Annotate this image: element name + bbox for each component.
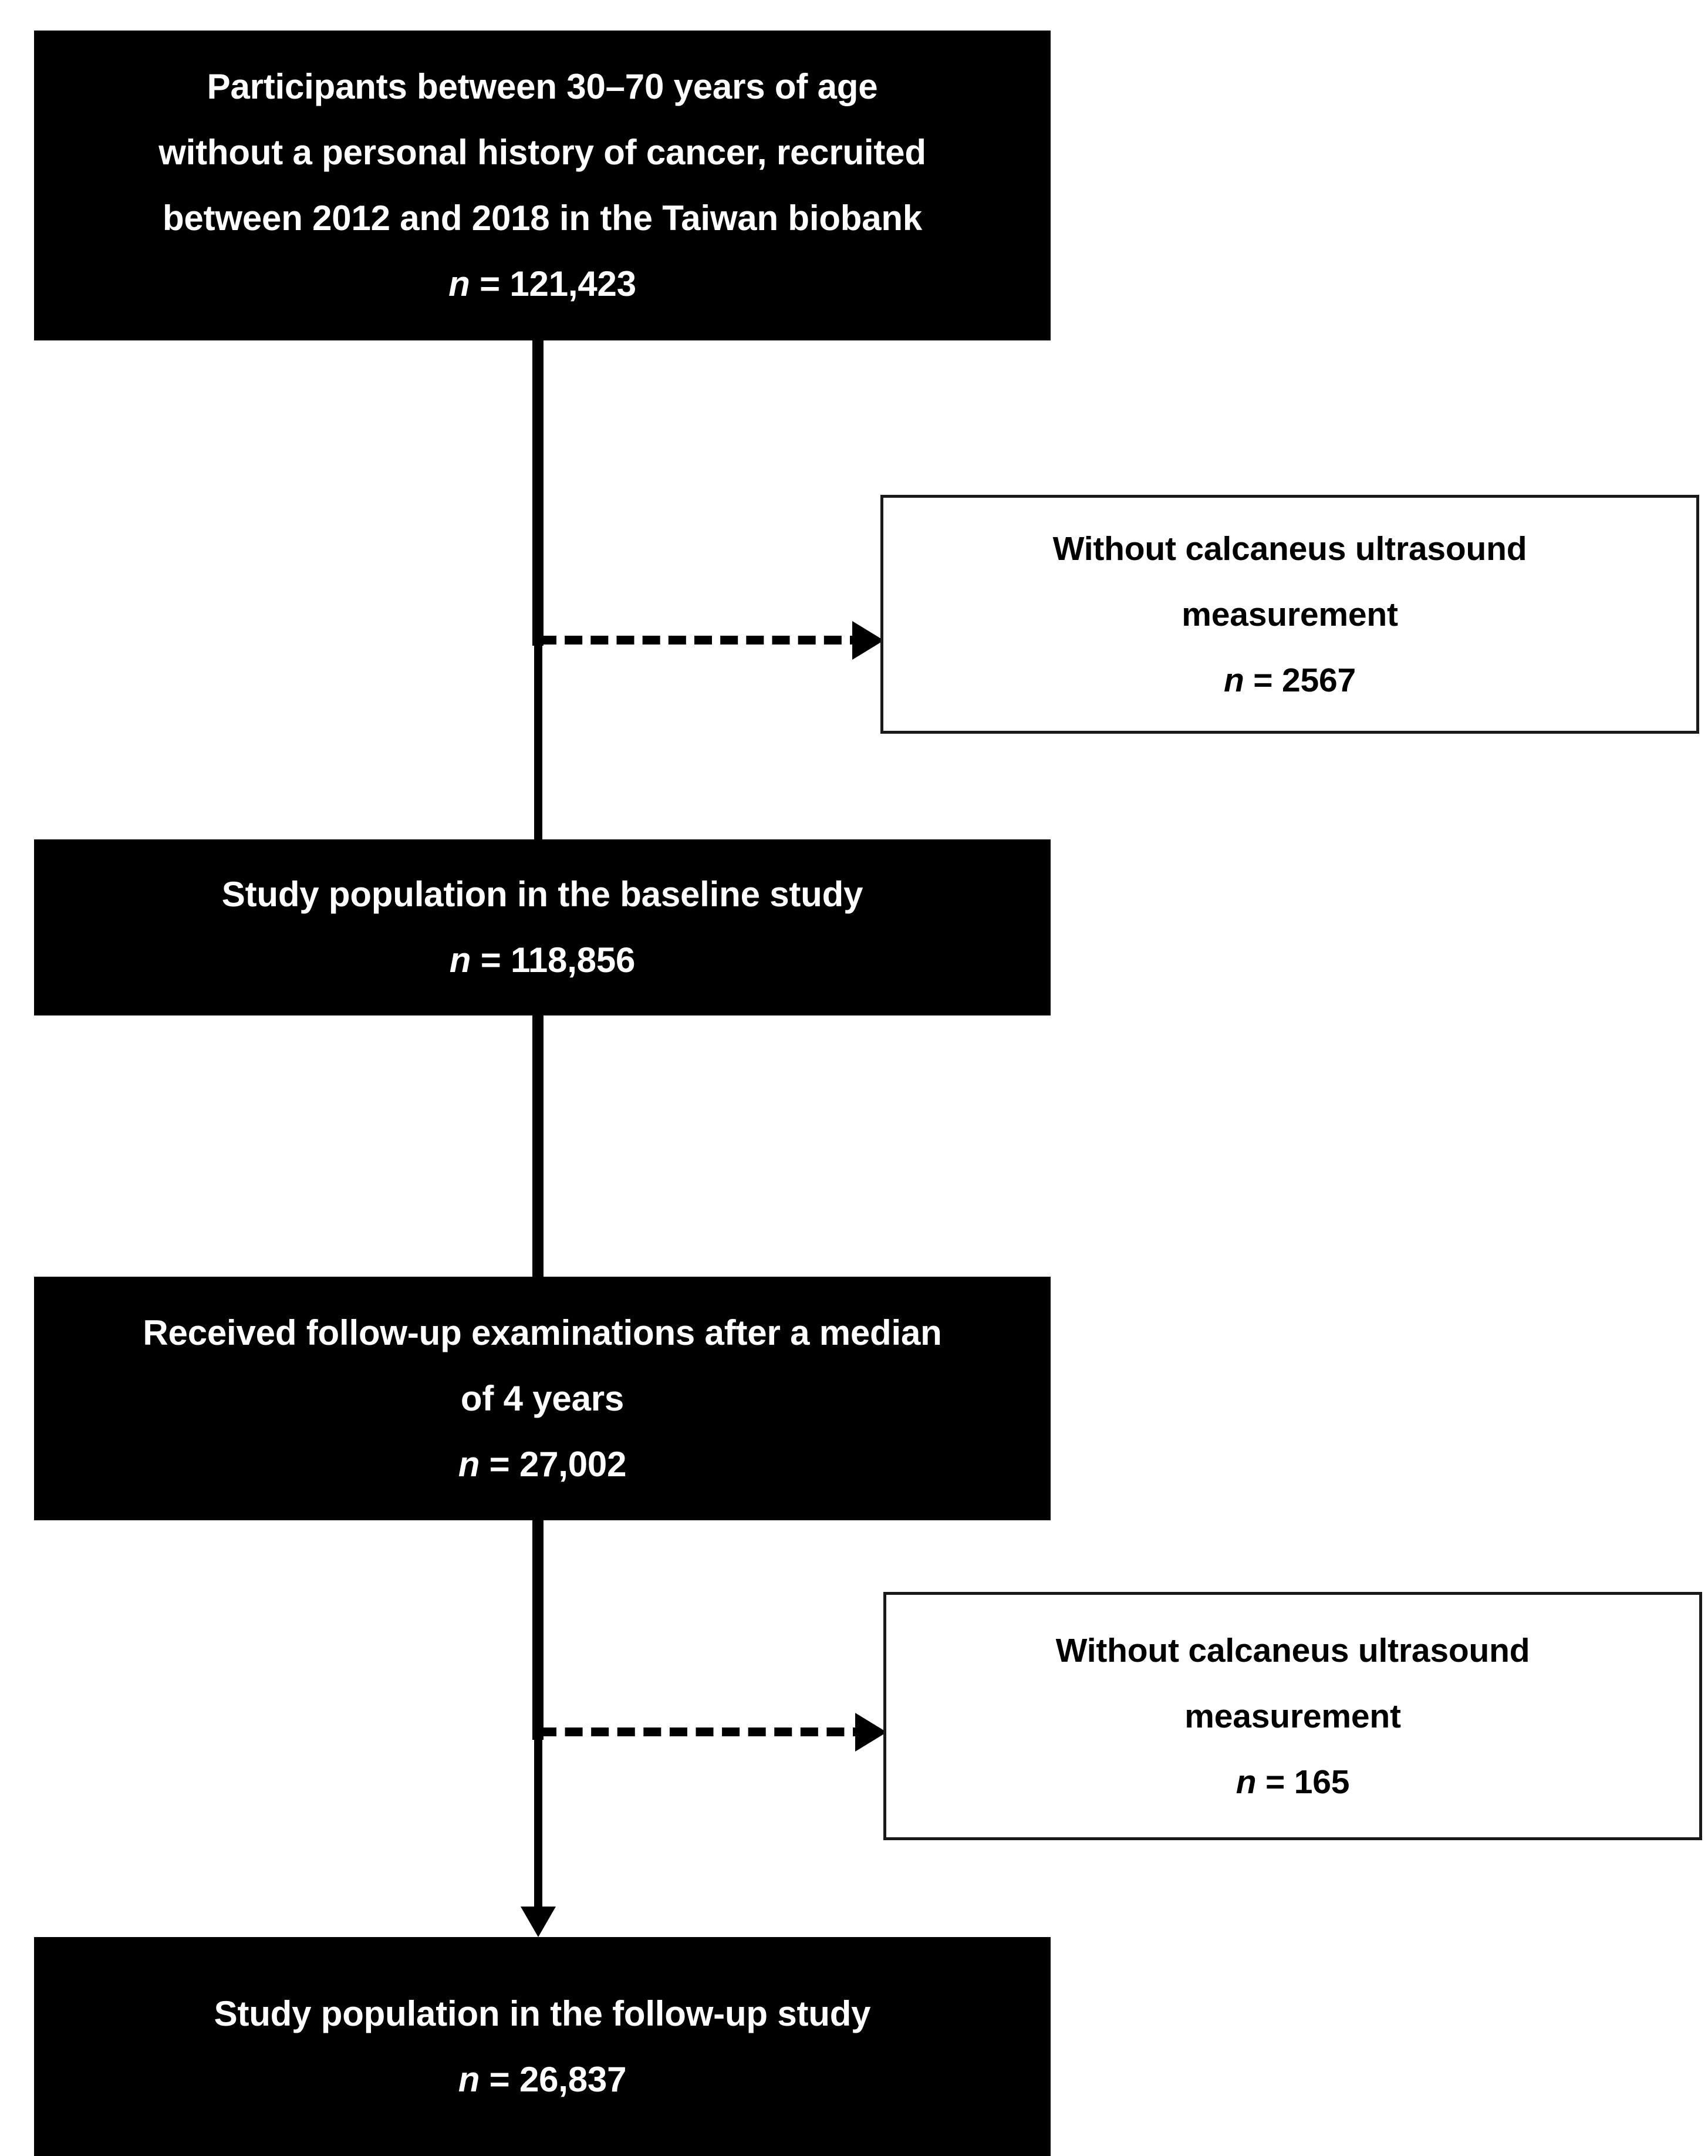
connector-followup-to-final-upper bbox=[532, 1517, 544, 1740]
node-excluded-followup-line-1: Without calcaneus ultrasound bbox=[1055, 1631, 1530, 1669]
node-enrollment-line-1: Participants between 30–70 years of age bbox=[207, 67, 878, 106]
connector-enrollment-to-baseline-lower bbox=[534, 637, 542, 845]
node-excluded-baseline-line-2: measurement bbox=[1182, 595, 1398, 633]
node-enrollment: Participants between 30–70 years of age … bbox=[34, 31, 1051, 340]
node-excluded-followup: Without calcaneus ultrasound measurement… bbox=[883, 1592, 1702, 1840]
node-followup-population-count: n = 26,837 bbox=[36, 2047, 1049, 2113]
node-baseline-population-line-1: Study population in the baseline study bbox=[221, 875, 863, 914]
node-excluded-followup-n-symbol: n bbox=[1236, 1763, 1257, 1801]
node-excluded-followup-count: n = 165 bbox=[886, 1749, 1699, 1815]
node-followup-received-line-1: Received follow-up examinations after a … bbox=[143, 1313, 942, 1352]
connector-baseline-to-followup-lower bbox=[534, 1244, 542, 1285]
node-followup-population-n-symbol: n bbox=[458, 2059, 480, 2099]
node-followup-received: Received follow-up examinations after a … bbox=[34, 1277, 1051, 1520]
node-excluded-baseline-count: n = 2567 bbox=[883, 647, 1696, 713]
node-baseline-population-count: n = 118,856 bbox=[36, 927, 1049, 993]
node-enrollment-count: n = 121,423 bbox=[36, 251, 1049, 317]
node-baseline-population-n-symbol: n bbox=[449, 940, 471, 980]
arrowhead-down-icon bbox=[521, 1907, 556, 1937]
node-followup-population-n-value: = 26,837 bbox=[480, 2059, 627, 2099]
node-excluded-baseline-n-symbol: n bbox=[1224, 661, 1244, 699]
node-enrollment-n-symbol: n bbox=[448, 264, 470, 303]
connector-followup-to-final-lower bbox=[534, 1729, 542, 1911]
node-excluded-followup-n-value: = 165 bbox=[1256, 1763, 1350, 1801]
arrowhead-right-icon-baseline bbox=[852, 621, 884, 660]
node-baseline-population: Study population in the baseline study n… bbox=[34, 839, 1051, 1015]
node-excluded-baseline-n-value: = 2567 bbox=[1244, 661, 1356, 699]
node-enrollment-line-3: between 2012 and 2018 in the Taiwan biob… bbox=[162, 198, 923, 238]
node-excluded-followup-line-2: measurement bbox=[1184, 1697, 1401, 1735]
connector-enrollment-to-baseline-upper bbox=[532, 338, 544, 646]
connector-baseline-to-followup-upper bbox=[532, 1012, 544, 1288]
arrowhead-right-icon-followup bbox=[855, 1713, 887, 1752]
node-enrollment-line-2: without a personal history of cancer, re… bbox=[158, 133, 926, 172]
node-excluded-baseline-line-1: Without calcaneus ultrasound bbox=[1052, 529, 1527, 568]
node-followup-population-line-1: Study population in the follow-up study bbox=[214, 1993, 871, 2033]
node-followup-population: Study population in the follow-up study … bbox=[34, 1937, 1051, 2156]
node-enrollment-n-value: = 121,423 bbox=[470, 264, 636, 303]
node-followup-received-n-value: = 27,002 bbox=[480, 1444, 627, 1484]
dashed-connector-exclusion-followup bbox=[539, 1728, 870, 1736]
node-excluded-baseline: Without calcaneus ultrasound measurement… bbox=[880, 495, 1699, 734]
node-baseline-population-n-value: = 118,856 bbox=[471, 940, 636, 980]
dashed-connector-exclusion-baseline bbox=[539, 636, 867, 645]
node-followup-received-n-symbol: n bbox=[458, 1444, 480, 1484]
node-followup-received-count: n = 27,002 bbox=[36, 1432, 1049, 1497]
node-followup-received-line-2: of 4 years bbox=[460, 1378, 625, 1418]
